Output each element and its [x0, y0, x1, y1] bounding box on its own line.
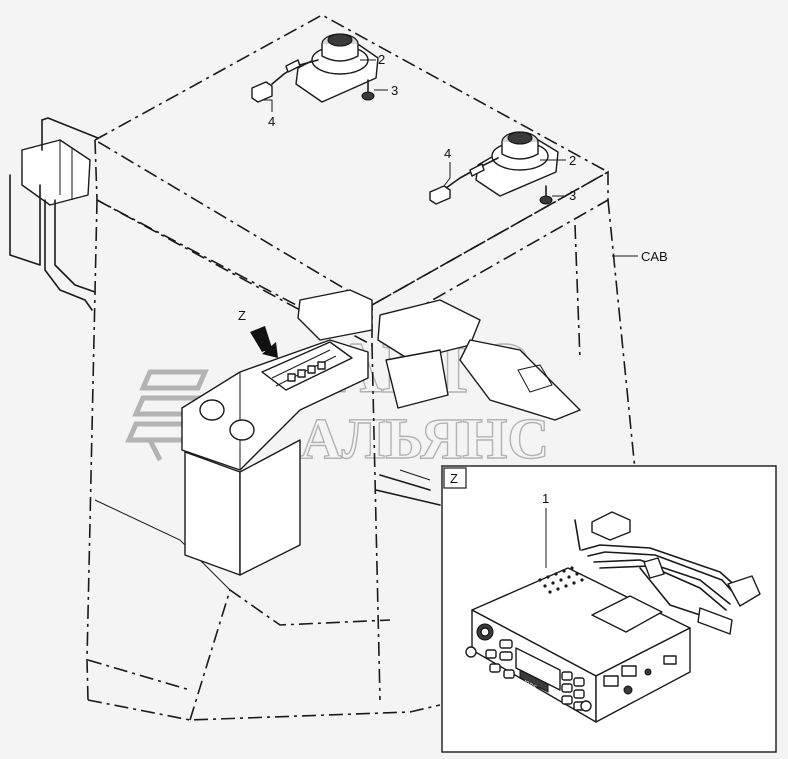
- leader-lines: [262, 59, 638, 568]
- callout-cab: CAB: [641, 249, 668, 264]
- screw-left: [361, 79, 375, 101]
- callouts: 2 3 4 2 3 4 CAB Z Z 1: [238, 52, 668, 506]
- callout-speaker-left: 2: [378, 52, 385, 67]
- radio-vent: [538, 566, 584, 594]
- screw-right: [539, 185, 553, 205]
- callout-screw-right: 3: [569, 188, 576, 203]
- connector-left: [251, 59, 319, 103]
- callout-detail-view: Z: [450, 471, 458, 486]
- radio-unit: JBBS: [465, 566, 691, 723]
- watermark-line2: АЛЬЯНС: [300, 406, 549, 471]
- connector-right: [429, 157, 499, 205]
- callout-screw-left: 3: [391, 83, 398, 98]
- callout-view-arrow: Z: [238, 308, 246, 323]
- side-mirror: [9, 117, 99, 311]
- callout-connector-left: 4: [268, 114, 275, 129]
- radio-rear-connectors: [603, 655, 677, 695]
- callout-connector-right: 4: [444, 146, 451, 161]
- callout-speaker-right: 2: [569, 153, 576, 168]
- wiring-harness: [574, 511, 761, 635]
- speaker-left: [295, 33, 379, 103]
- radio-front-panel: JBBS: [465, 623, 592, 712]
- view-arrow-z: [250, 326, 278, 358]
- speaker-right: [475, 131, 559, 197]
- radio-in-console-buttons: [287, 361, 326, 382]
- cab-outline: [86, 14, 641, 721]
- dashboard-console: [181, 289, 581, 576]
- radio-display-text: JBBS: [521, 679, 537, 691]
- callout-radio: 1: [542, 491, 549, 506]
